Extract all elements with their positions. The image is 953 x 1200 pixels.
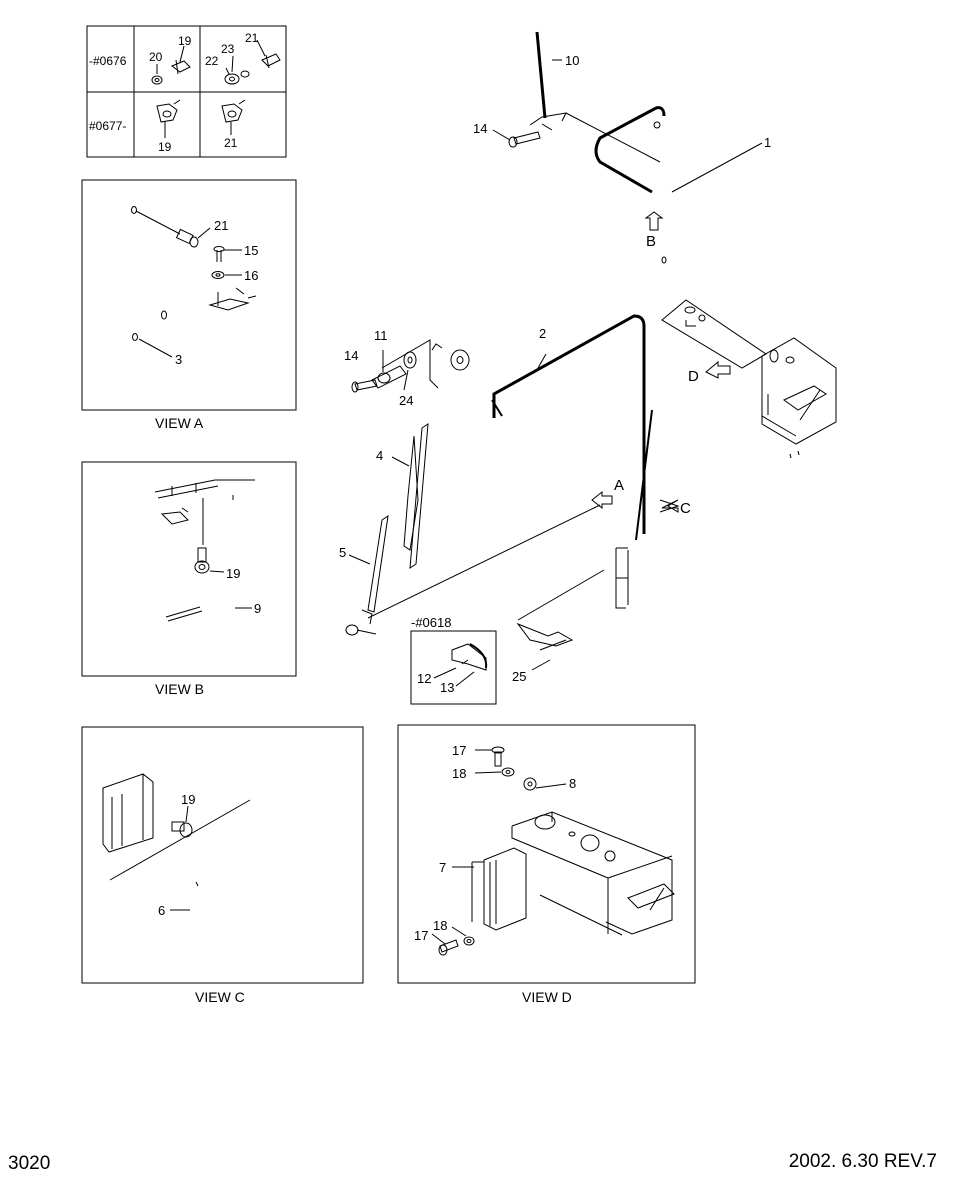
washer-icon [211, 271, 225, 279]
callout-15: 15 [244, 243, 258, 258]
callout-18: 18 [452, 766, 466, 781]
arrow-label-a: A [614, 477, 624, 494]
callout-4: 4 [376, 448, 383, 463]
callout-14: 14 [344, 348, 358, 363]
screw-icon [438, 939, 459, 956]
callout-17: 17 [414, 928, 428, 943]
callout-23: 23 [221, 42, 235, 56]
nut-icon [345, 624, 359, 636]
revision-date: 2002. 6.30 REV.7 [788, 1151, 937, 1172]
callout-5: 5 [339, 545, 346, 560]
clip-icon [160, 507, 189, 525]
washer-icon [224, 70, 250, 85]
clip-nut-icon [156, 99, 181, 123]
view-c-panel [81, 726, 364, 984]
bolt-icon [194, 547, 210, 574]
arrow-label-b: B [646, 233, 656, 250]
washer-icon [501, 767, 515, 777]
view-b-panel [81, 461, 297, 677]
callout-16: 16 [244, 268, 258, 283]
screw-icon [491, 746, 505, 767]
callout-21: 21 [224, 136, 238, 150]
clip-nut-icon [221, 99, 246, 123]
main-assembly [345, 31, 837, 705]
callout-9: 9 [254, 601, 261, 616]
bracket-icon [102, 773, 154, 853]
table-row2-label: #0677- [89, 119, 126, 133]
washer-icon [463, 936, 475, 946]
arrow-label-c: C [680, 500, 691, 517]
inset-label: -#0618 [411, 615, 451, 630]
callout-3: 3 [175, 352, 182, 367]
view-b-label: VIEW B [155, 681, 204, 697]
bolt-icon [175, 228, 199, 248]
variant-table [86, 25, 287, 158]
clip-icon [261, 53, 281, 69]
view-c-label: VIEW C [195, 989, 245, 1005]
callout-21: 21 [245, 31, 259, 45]
callout-2: 2 [539, 326, 546, 341]
arrow-label-d: D [688, 368, 699, 385]
callout-19: 19 [158, 140, 172, 154]
callout-13: 13 [440, 680, 454, 695]
callout-19: 19 [226, 566, 240, 581]
callout-12: 12 [417, 671, 431, 686]
bracket-icon [471, 847, 527, 931]
inset-0618 [410, 630, 497, 705]
callout-7: 7 [439, 860, 446, 875]
callout-21: 21 [214, 218, 228, 233]
callout-17: 17 [452, 743, 466, 758]
view-a-label: VIEW A [155, 415, 204, 431]
callout-22: 22 [205, 54, 219, 68]
clip-icon [171, 59, 191, 75]
bolt-icon [171, 821, 193, 838]
screw-icon [351, 379, 378, 393]
screw-icon [508, 131, 541, 148]
callout-10: 10 [565, 53, 579, 68]
clip-icon [208, 287, 257, 311]
callout-20: 20 [149, 50, 163, 64]
clip-icon [450, 349, 470, 371]
screw-icon [213, 246, 225, 262]
gear-icon [523, 777, 537, 791]
washer-icon [403, 351, 417, 369]
callout-11: 11 [374, 328, 388, 343]
page-number: 3020 [8, 1153, 51, 1174]
callout-19: 19 [178, 34, 192, 48]
callout-8: 8 [569, 776, 576, 791]
table-row1-label: -#0676 [89, 54, 127, 68]
view-d-panel [397, 724, 696, 984]
view-a-panel [81, 179, 297, 411]
washer-icon [151, 75, 163, 85]
callout-24: 24 [399, 393, 413, 408]
callout-6: 6 [158, 903, 165, 918]
callout-18: 18 [433, 918, 447, 933]
callout-25: 25 [512, 669, 526, 684]
callout-14: 14 [473, 121, 487, 136]
callout-1: 1 [764, 135, 771, 150]
callout-19: 19 [181, 792, 195, 807]
view-d-label: VIEW D [522, 989, 572, 1005]
